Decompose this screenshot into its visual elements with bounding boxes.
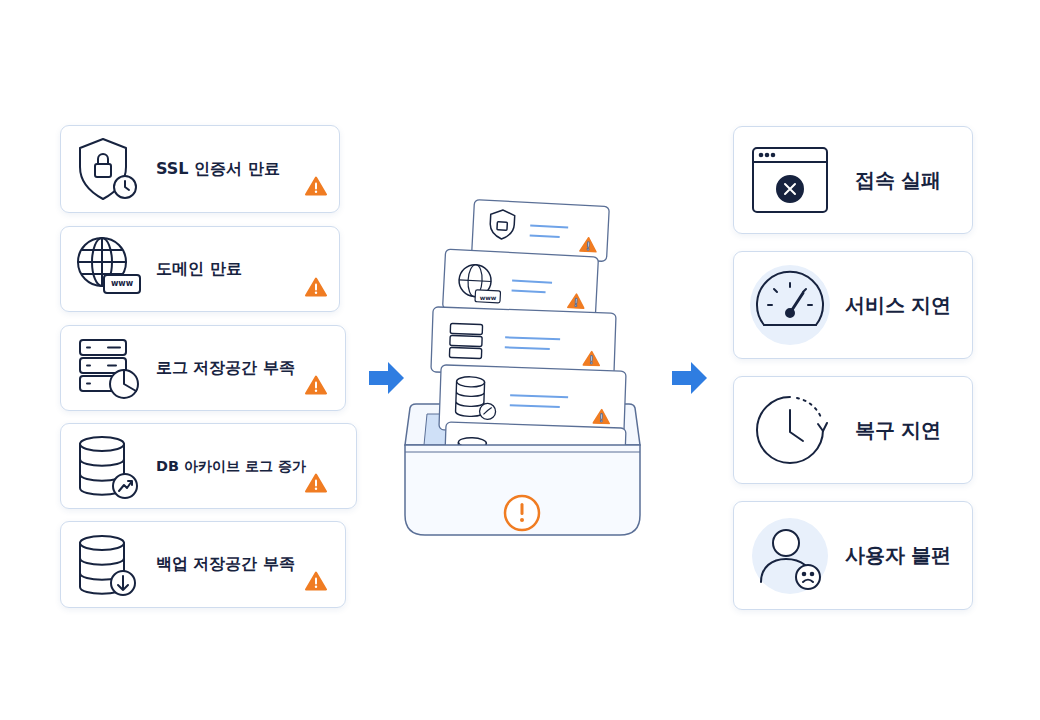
gauge-icon (750, 265, 830, 345)
warning-icon (306, 377, 326, 394)
box-label: 백업 저장공간 부족 (156, 554, 295, 575)
cause-box: SSL 인증서 만료 (60, 125, 340, 213)
effect-box: 복구 지연 (733, 376, 973, 484)
effect-box: 서비스 지연 (733, 251, 973, 359)
warning-icon (306, 279, 326, 296)
warning-icon (306, 178, 326, 195)
tray-front (405, 445, 640, 535)
box-label: 로그 저장공간 부족 (156, 358, 295, 379)
database-icon (80, 536, 135, 595)
icon-label: www (480, 295, 497, 301)
cause-box: 도메인 만료 (60, 226, 340, 312)
clock-icon (757, 397, 827, 463)
user-icon (752, 518, 828, 594)
warning-icon (306, 573, 326, 590)
database-icon (80, 437, 137, 498)
icon-label: www (111, 280, 133, 288)
flow-arrow (369, 362, 404, 394)
box-label: SSL 인증서 만료 (156, 159, 280, 180)
cause-box: 백업 저장공간 부족 (60, 521, 346, 608)
effect-box: 접속 실패 (733, 126, 973, 234)
box-label: 접속 실패 (855, 167, 942, 194)
box-label: 서비스 지연 (845, 292, 952, 319)
cause-box: 로그 저장공간 부족 (60, 325, 346, 411)
browser-error-icon (753, 148, 827, 212)
box-label: 사용자 불편 (845, 542, 952, 569)
flow-arrow (672, 362, 707, 394)
effect-box: 사용자 불편 (733, 501, 973, 610)
box-label: 도메인 만료 (156, 259, 242, 280)
box-label: 복구 지연 (855, 417, 942, 444)
globe-icon (78, 238, 140, 293)
server-icon (80, 340, 138, 398)
cause-box: DB 아카이브 로그 증가 (60, 423, 357, 509)
box-label: DB 아카이브 로그 증가 (156, 457, 306, 476)
warning-icon (306, 475, 326, 492)
shield-icon (80, 139, 136, 199)
